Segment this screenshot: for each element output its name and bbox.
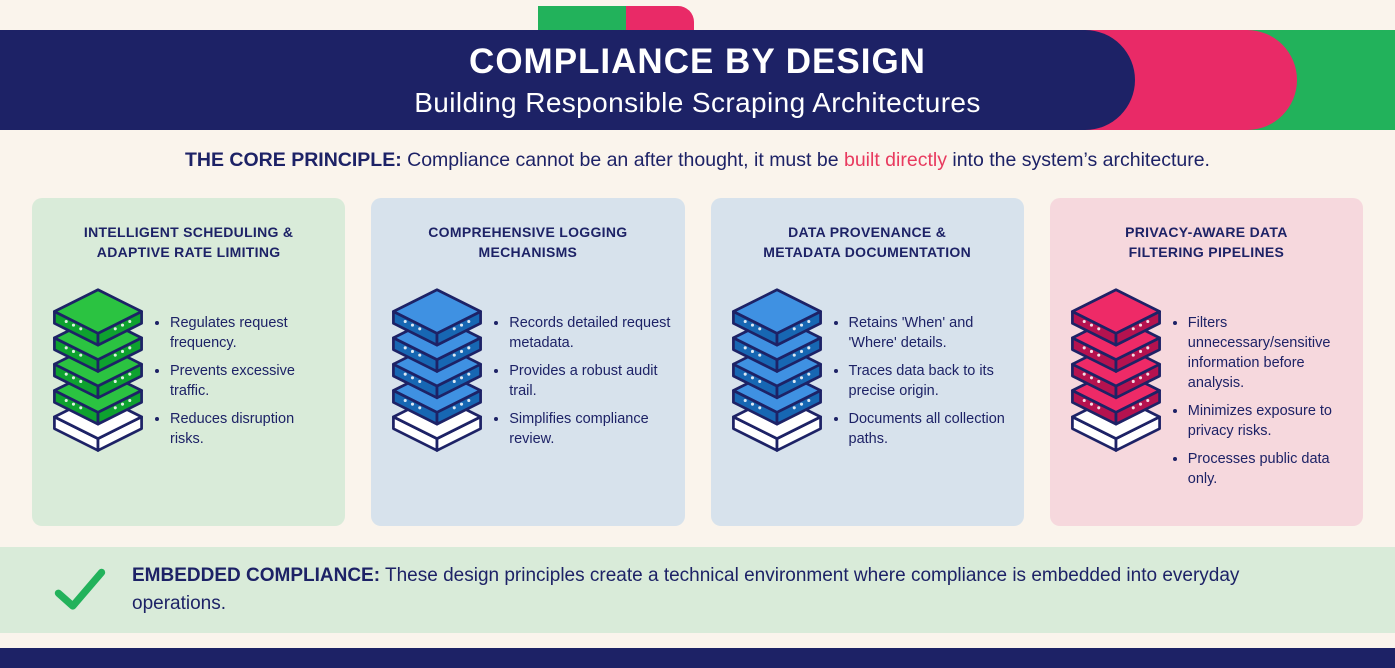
banner-text: EMBEDDED COMPLIANCE: These design princi… <box>132 562 1305 617</box>
card-title: PRIVACY-AWARE DATA FILTERING PIPELINES <box>1125 224 1288 261</box>
core-principle-text-end: into the system’s architecture. <box>952 149 1210 171</box>
bullet: Reduces disruption risks. <box>170 409 331 449</box>
top-accent-green <box>538 6 640 32</box>
card-bullets: Retains 'When' and 'Where' details. Trac… <box>827 313 1010 457</box>
server-stack-icon <box>731 288 822 452</box>
banner-body: These design principles create a technic… <box>132 565 1240 614</box>
bullet: Minimizes exposure to privacy risks. <box>1188 401 1349 441</box>
page-subtitle: Building Responsible Scraping Architectu… <box>414 86 981 118</box>
card-data-provenance: DATA PROVENANCE & METADATA DOCUMENTATION… <box>710 198 1024 526</box>
top-accent-pink <box>626 6 694 32</box>
card-title: DATA PROVENANCE & METADATA DOCUMENTATION <box>763 224 971 261</box>
core-principle-label: THE CORE PRINCIPLE: <box>185 149 402 171</box>
principle-cards: INTELLIGENT SCHEDULING & ADAPTIVE RATE L… <box>32 198 1363 526</box>
server-stack-icon <box>392 288 483 452</box>
card-privacy-filtering: PRIVACY-AWARE DATA FILTERING PIPELINES F… <box>1049 198 1363 526</box>
card-bullets: Regulates request frequency. Prevents ex… <box>148 313 331 457</box>
card-bullets: Records detailed request metadata. Provi… <box>487 313 670 457</box>
bullet: Traces data back to its precise origin. <box>849 361 1010 401</box>
bullet: Processes public data only. <box>1188 449 1349 489</box>
core-principle-text: Compliance cannot be an after thought, i… <box>407 149 839 171</box>
card-bullets: Filters unnecessary/sensitive informatio… <box>1166 313 1349 497</box>
server-stack-icon <box>53 288 143 452</box>
header-banner: COMPLIANCE BY DESIGN Building Responsibl… <box>0 30 1395 130</box>
bullet: Documents all collection paths. <box>849 409 1010 449</box>
bullet: Prevents excessive traffic. <box>170 361 331 401</box>
bullet: Regulates request frequency. <box>170 313 331 353</box>
bullet: Simplifies compliance review. <box>509 409 670 449</box>
core-principle: THE CORE PRINCIPLE: Compliance cannot be… <box>0 148 1395 173</box>
bullet: Retains 'When' and 'Where' details. <box>849 313 1010 353</box>
bullet: Provides a robust audit trail. <box>509 361 670 401</box>
page-title: COMPLIANCE BY DESIGN <box>469 42 926 81</box>
server-stack-icon <box>1070 288 1161 452</box>
embedded-compliance-banner: EMBEDDED COMPLIANCE: These design princi… <box>0 547 1395 633</box>
core-principle-highlight: built directly <box>843 149 947 171</box>
header-navy-band <box>0 30 1135 130</box>
bullet: Filters unnecessary/sensitive informatio… <box>1188 313 1349 393</box>
card-title: INTELLIGENT SCHEDULING & ADAPTIVE RATE L… <box>83 224 294 261</box>
bullet: Records detailed request metadata. <box>509 313 670 353</box>
card-title: COMPREHENSIVE LOGGING MECHANISMS <box>428 224 628 261</box>
check-icon <box>54 568 106 610</box>
footer-strip <box>0 648 1395 668</box>
card-comprehensive-logging: COMPREHENSIVE LOGGING MECHANISMS Records… <box>371 198 685 526</box>
banner-label: EMBEDDED COMPLIANCE: <box>132 565 381 587</box>
card-intelligent-scheduling: INTELLIGENT SCHEDULING & ADAPTIVE RATE L… <box>32 198 346 526</box>
